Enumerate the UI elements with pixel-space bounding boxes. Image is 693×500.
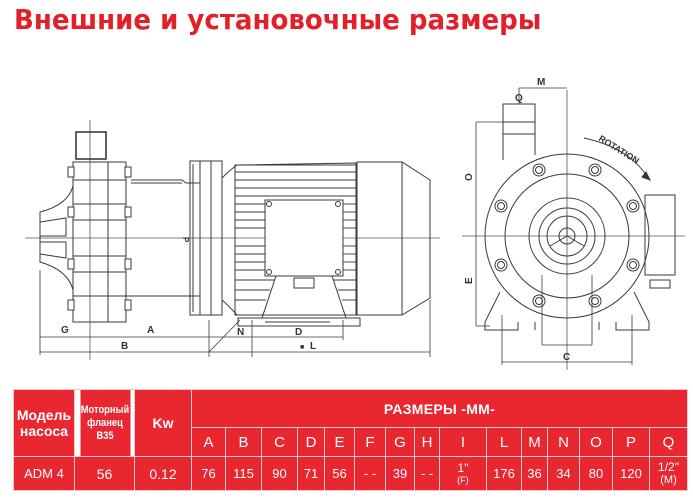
cell-p: 120 <box>612 456 650 491</box>
header-col-m: M <box>521 427 548 457</box>
header-kw: Kw <box>134 389 192 457</box>
dim-label-c: C <box>563 352 570 363</box>
header-model: Модель насоса <box>13 389 75 457</box>
cell-e: 56 <box>324 456 355 491</box>
cell-d: 71 <box>297 456 325 491</box>
header-col-e: E <box>324 427 355 457</box>
table-header-row-1: Модель насоса Моторный фланец B35 Kw РАЗ… <box>13 389 688 457</box>
header-col-d: D <box>297 427 325 457</box>
table-header-row-2: A B C D E F G H I L M N O P Q <box>14 427 688 457</box>
header-col-n: N <box>547 427 580 457</box>
cell-h: - - <box>414 456 440 491</box>
cell-flange: 56 <box>74 456 135 491</box>
dim-label-a: A <box>147 325 154 336</box>
cell-g: 39 <box>385 456 415 491</box>
cell-kw: 0.12 <box>134 456 192 491</box>
cell-i: 1" (F) <box>439 456 487 491</box>
rotation-label: ROTATION <box>597 133 641 166</box>
dim-label-q: Q <box>515 93 523 104</box>
dim-label-l-marker: ■ <box>300 344 304 351</box>
header-col-g: G <box>385 427 415 457</box>
dim-label-p: P <box>181 237 190 243</box>
header-col-p: P <box>612 427 650 457</box>
dim-label-m: M <box>537 77 545 88</box>
header-col-o: O <box>579 427 613 457</box>
cell-model: ADM 4 <box>13 456 75 491</box>
header-col-h: H <box>414 427 440 457</box>
cell-o: 80 <box>579 456 613 491</box>
cell-f: - - <box>354 456 386 491</box>
header-col-a: A <box>191 427 226 457</box>
header-flange: Моторный фланец B35 <box>78 389 131 457</box>
header-col-f: F <box>354 427 386 457</box>
header-col-i: I <box>439 427 487 457</box>
cell-q: 1/2" (M) <box>649 456 688 491</box>
dim-label-e: E <box>464 277 475 284</box>
cell-a: 76 <box>191 456 226 491</box>
header-dimensions-group: РАЗМЕРЫ -ММ- <box>191 389 688 428</box>
dim-label-n: N <box>237 327 244 338</box>
cell-n: 34 <box>547 456 580 491</box>
header-col-b: B <box>225 427 262 457</box>
header-col-c: C <box>261 427 298 457</box>
header-col-l: L <box>486 427 522 457</box>
cell-c: 90 <box>261 456 298 491</box>
header-col-q: Q <box>649 427 688 457</box>
dimensions-table: Модель насоса Моторный фланец B35 Kw РАЗ… <box>13 389 688 491</box>
table-row: ADM 4 56 0.12 76 115 90 71 56 - - 39 - -… <box>13 456 688 491</box>
dim-label-d: D <box>295 327 302 338</box>
dim-label-o: O <box>464 173 475 181</box>
pump-dimension-drawing: G A B N D ■ L P M Q O E C ROTATION <box>25 77 685 370</box>
page-title: Внешние и установочные размеры <box>14 3 542 36</box>
dim-label-b: B <box>121 341 128 352</box>
cell-b: 115 <box>225 456 262 491</box>
cell-m: 36 <box>521 456 548 491</box>
dim-label-l: L <box>310 341 316 352</box>
dim-label-g: G <box>61 325 69 336</box>
cell-l: 176 <box>486 456 522 491</box>
